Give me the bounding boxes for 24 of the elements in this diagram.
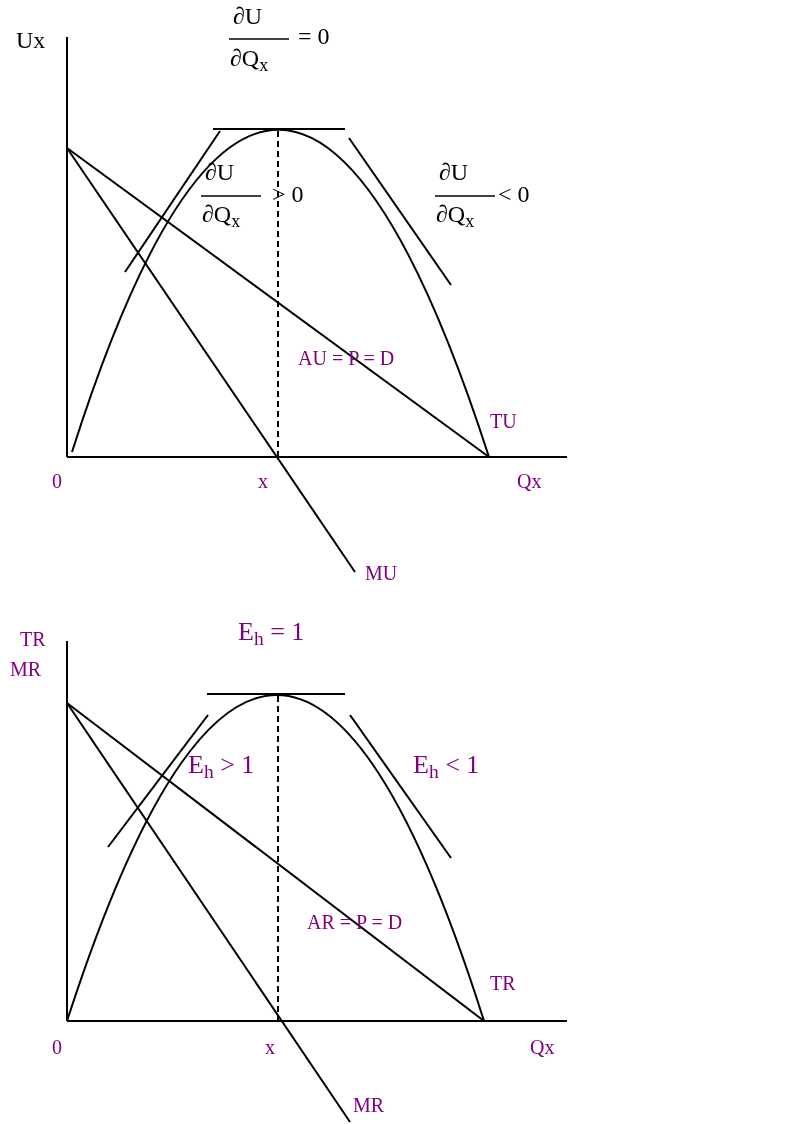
elasticity-label: E$_{h}$ > 1 [188, 752, 255, 778]
axis-label: Ux [16, 28, 46, 52]
axis-label: x [265, 1037, 275, 1057]
axis-label: 0 [52, 1037, 62, 1057]
curve-label: MU [365, 563, 398, 583]
elasticity-label: E$_{h}$ < 1 [413, 752, 480, 778]
axis-label: 0 [52, 471, 62, 491]
fraction-numerator: ∂U [205, 160, 235, 184]
fraction-denominator: ∂Q$_{x}$ [202, 202, 241, 226]
axis-label: Qx [517, 471, 542, 491]
fraction-denominator: ∂Q$_{x}$ [230, 46, 269, 70]
fraction-denominator: ∂Q$_{x}$ [436, 202, 475, 226]
fraction-numerator: ∂U [439, 160, 469, 184]
equation-text: = 0 [298, 24, 330, 48]
equation-text: < 0 [498, 182, 530, 206]
axis-label: MR [10, 659, 42, 679]
curve-label: TR [490, 973, 516, 993]
fraction-numerator: ∂U [233, 4, 263, 28]
axis-label: TR [20, 629, 46, 649]
axis-label: x [258, 471, 268, 491]
curve-label: TU [490, 411, 517, 431]
elasticity-label: E$_{h}$ = 1 [238, 619, 305, 645]
curve-label: MR [353, 1095, 385, 1115]
axis-label: Qx [530, 1037, 555, 1057]
